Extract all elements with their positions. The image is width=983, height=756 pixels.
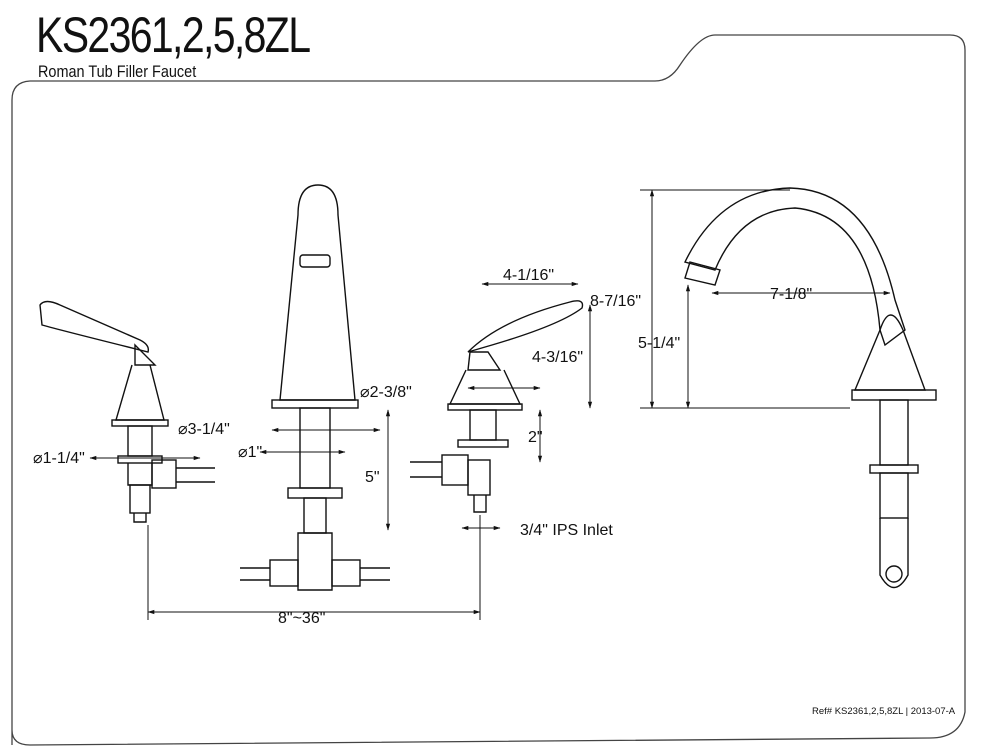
dim-handle-reach: 4-1/16" xyxy=(503,267,554,284)
dim-overall-height: 8-7/16" xyxy=(590,293,641,310)
dim-inlet: 3/4" IPS Inlet xyxy=(520,522,613,539)
dim-shank-length: 5" xyxy=(365,469,380,486)
reference-number: Ref# KS2361,2,5,8ZL | 2013-07-A xyxy=(812,706,956,717)
drawing-frame xyxy=(11,34,966,746)
dim-spout-base-dia: ⌀3-1/4" xyxy=(178,421,230,438)
right-handle-valve xyxy=(410,300,584,513)
center-spout xyxy=(240,184,390,591)
dim-spout-reach: 7-1/8" xyxy=(770,286,812,303)
product-subtitle: Roman Tub Filler Faucet xyxy=(38,62,197,81)
dim-shank-dia: ⌀1" xyxy=(238,444,262,461)
model-title: KS2361,2,5,8ZL xyxy=(36,7,311,63)
side-view-spout xyxy=(683,187,937,589)
dim-valve-shank: 2" xyxy=(528,429,543,446)
left-handle-valve xyxy=(39,300,215,523)
dim-valve-dia: ⌀1-1/4" xyxy=(33,450,85,467)
dim-spout-height: 5-1/4" xyxy=(638,335,680,352)
dim-spread: 8"~36" xyxy=(278,610,325,627)
dim-handle-height: 4-3/16" xyxy=(532,349,583,366)
dim-handle-base-dia: ⌀2-3/8" xyxy=(360,384,412,401)
